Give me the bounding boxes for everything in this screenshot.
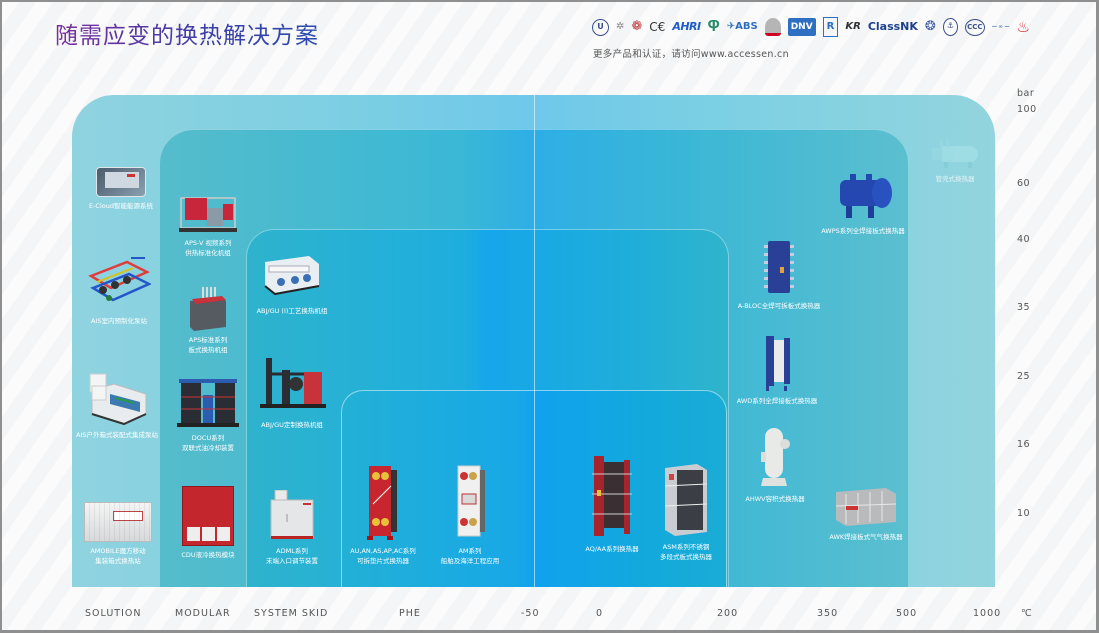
product-adml[interactable]: ADML系列 末端入口调节装置 (252, 489, 332, 566)
shell-tube-exchanger-icon (928, 140, 982, 170)
ped-logo-icon: Ⴔ (707, 19, 720, 35)
monitor-wall-icon (96, 167, 146, 197)
y-tick-35: 35 (1017, 302, 1031, 313)
page-title: 随需应变的换热解决方案 (55, 16, 319, 50)
volumetric-tank-icon (757, 424, 793, 490)
air-exchanger-icon (834, 484, 898, 528)
ccs-seal-logo-icon: ⚓ (942, 18, 958, 36)
iso-logo-icon: ✲ (616, 21, 625, 32)
process-skid-icon (259, 252, 325, 302)
product-am-series[interactable]: AM系列 船舶及海洋工程应用 (434, 464, 506, 566)
product-amobile[interactable]: AMOBILE魔方移动 集装箱式换热站 (76, 502, 160, 566)
product-shell-tube[interactable]: 管壳式换热器 (917, 140, 993, 184)
y-axis-unit: bar (1017, 88, 1035, 99)
x-axis-unit: ℃ (1021, 608, 1033, 619)
bureau-strip-logo-icon: — ∞ — (991, 24, 1010, 30)
product-ahwv[interactable]: AHWV容积式换热器 (735, 424, 815, 504)
x-tick-350: 350 (817, 608, 839, 619)
abs-logo-icon: ✈ABS (726, 21, 758, 32)
certification-note: 更多产品和认证，请访问www.accessen.cn (593, 49, 789, 60)
ul-logo-icon: U (592, 18, 609, 36)
y-tick-100: 100 (1017, 104, 1037, 115)
ce-logo-icon: C€ (649, 20, 666, 34)
product-awd[interactable]: AWD系列全焊接板式换热器 (732, 334, 822, 406)
y-tick-60: 60 (1017, 178, 1031, 189)
product-asm[interactable]: ASM系列不锈钢 多段式板式换热器 (650, 462, 722, 562)
certification-logos: U ✲ ❁ C€ AHRI Ⴔ ✈ABS DNV R KR ClassNK ❂ … (592, 16, 1030, 38)
skid-frame-icon (179, 194, 237, 234)
y-tick-10: 10 (1017, 508, 1031, 519)
insulated-box-icon (188, 287, 228, 331)
zero-degree-line (534, 95, 535, 587)
pipe-skid-icon (87, 254, 152, 312)
china-quality-logo-icon: ♨ (1016, 18, 1030, 36)
product-aq-aa[interactable]: AQ/AA系列换热器 (574, 454, 650, 554)
x-category-system-skid: SYSTEM SKID (254, 608, 329, 619)
red-plate-exchanger-icon (365, 464, 401, 542)
x-category-phe: PHE (399, 608, 421, 619)
shell-plate-exchanger-icon (832, 172, 894, 222)
product-abj-process[interactable]: ABJ/GU (I)工艺换热机组 (252, 252, 332, 316)
lr-logo-icon: R (822, 17, 839, 37)
control-cabinet-icon (269, 489, 315, 542)
x-tick-minus50: -50 (521, 608, 540, 619)
product-ais-indoor[interactable]: AIS室内预制化泵站 (76, 254, 162, 326)
product-cdu[interactable]: CDU液冷换热模块 (170, 486, 246, 560)
stainless-plate-exchanger-icon (661, 462, 711, 538)
dual-plate-unit-icon (177, 377, 239, 429)
product-aps[interactable]: APS标准系列 板式换热机组 (170, 287, 246, 355)
x-category-solution: SOLUTION (85, 608, 142, 619)
y-tick-16: 16 (1017, 439, 1031, 450)
ahri-logo-icon: AHRI (672, 20, 701, 33)
product-docu[interactable]: DOCU系列 双联式油冷却装置 (170, 377, 246, 453)
x-category-modular: MODULAR (175, 608, 231, 619)
marine-plate-exchanger-icon (452, 464, 488, 542)
x-tick-0: 0 (596, 608, 604, 619)
classnk-logo-icon: ClassNK (867, 20, 918, 33)
product-ecloud[interactable]: E-Cloud智能能源系统 (80, 167, 162, 211)
container-station-icon (84, 370, 150, 426)
x-tick-200: 200 (717, 608, 739, 619)
dnv-logo-icon: DNV (787, 18, 816, 36)
kr-logo-icon: KR (845, 21, 861, 32)
cabinet-icon (182, 486, 234, 546)
container-icon (84, 502, 152, 542)
product-awk[interactable]: AWK焊接板式气气换热器 (824, 484, 908, 542)
product-abj-custom[interactable]: ABJ/GU定制换热机组 (252, 354, 332, 430)
frame-plate-exchanger-icon (590, 454, 634, 540)
block-exchanger-icon (762, 239, 796, 297)
product-awps[interactable]: AWPS系列全焊接板式换热器 (820, 172, 906, 236)
ccc-logo-icon: CCC (964, 18, 985, 36)
custom-skid-icon (256, 354, 328, 416)
product-ais-outdoor[interactable]: AIS户外箱式装配式集成泵站 (72, 370, 162, 440)
product-au-series[interactable]: AU,AN,AS,AP,AC系列 可拆垫片式换热器 (347, 464, 419, 566)
ccs-logo-icon: ❁ (631, 19, 643, 34)
rina-logo-icon: ❂ (924, 19, 936, 34)
product-aps-v[interactable]: APS-V 视频系列 供热标准化机组 (170, 194, 246, 258)
y-tick-40: 40 (1017, 234, 1031, 245)
welded-plate-exchanger-icon (762, 334, 792, 392)
y-tick-25: 25 (1017, 371, 1031, 382)
product-a-bloc[interactable]: A-BLOC全焊可拆板式换热器 (734, 239, 824, 311)
x-tick-1000: 1000 (973, 608, 1002, 619)
x-tick-500: 500 (896, 608, 918, 619)
bv-logo-icon (764, 18, 781, 36)
